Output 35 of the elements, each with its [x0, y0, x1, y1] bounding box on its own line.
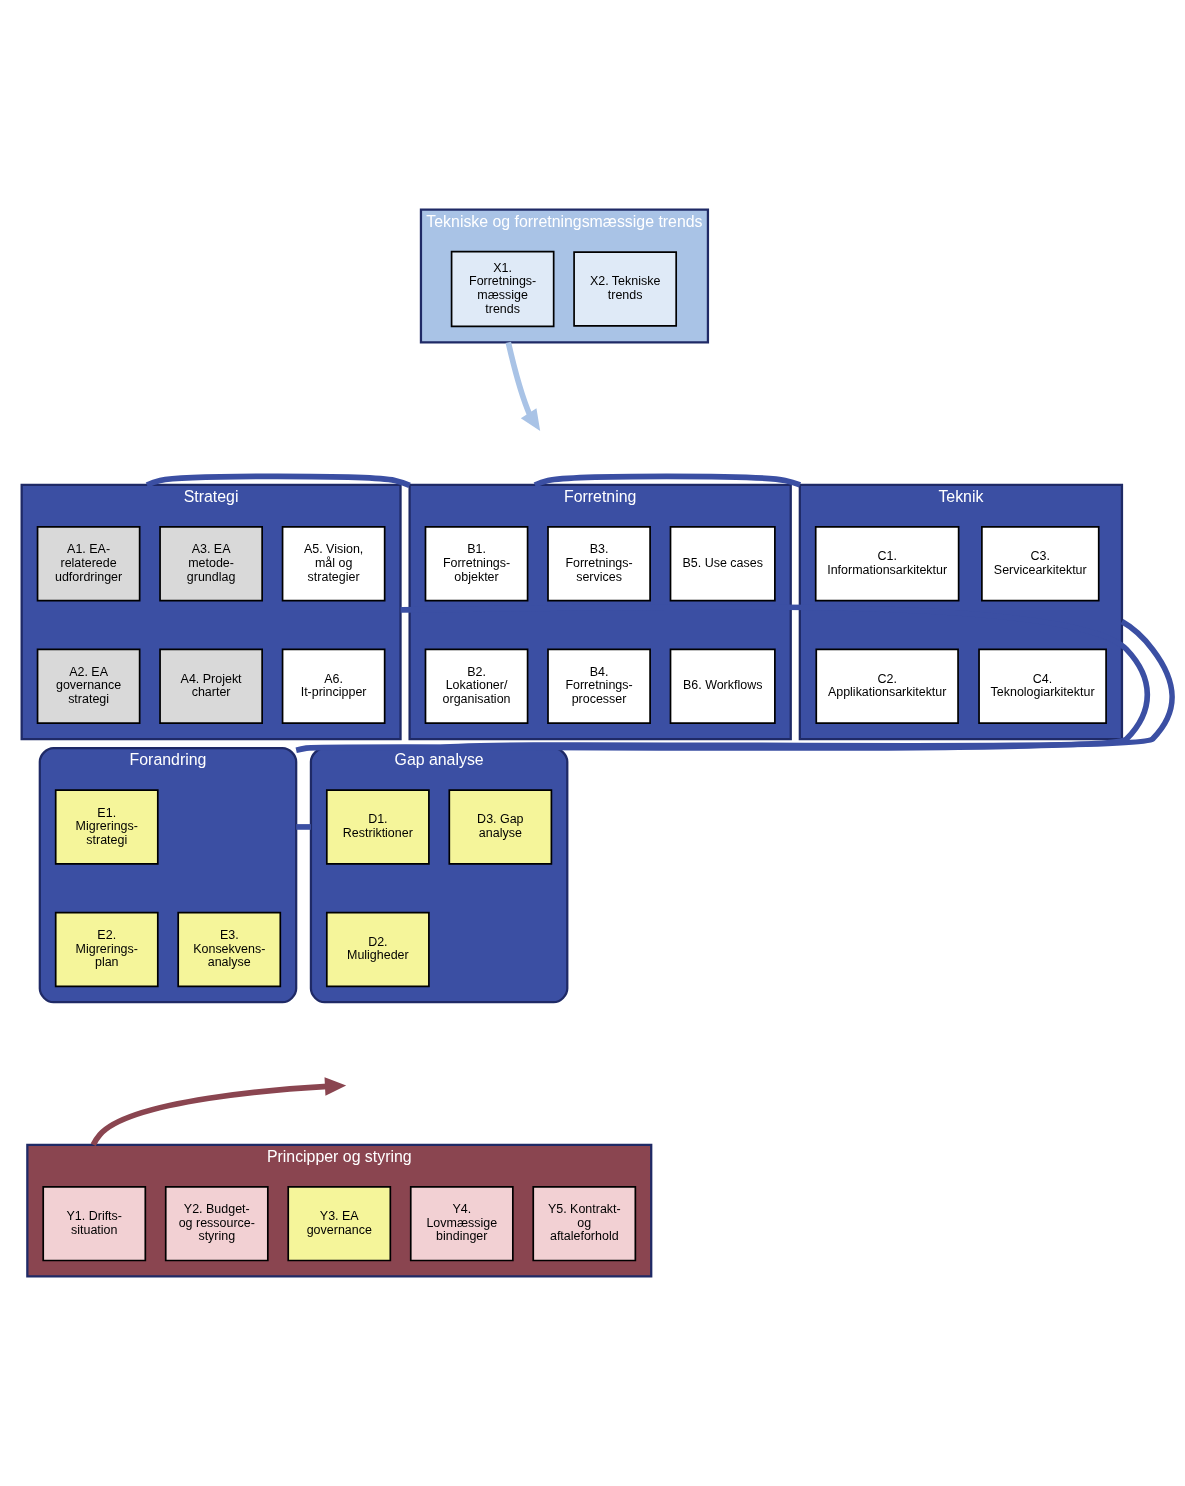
node-box: A5. Vision, mål og strategier: [281, 526, 386, 602]
node-box: D2. Muligheder: [325, 911, 430, 988]
node-box: A3. EA metode- grundlag: [159, 526, 263, 602]
node-box: E1. Migrerings- strategi: [54, 789, 159, 865]
node-box: Y1. Drifts- situation: [42, 1185, 147, 1262]
node-box: C3. Servicearkitektur: [981, 526, 1100, 602]
node-box: D3. Gap analyse: [448, 789, 553, 865]
connector: [438, 619, 1175, 751]
node-box: B1. Forretnings- objekter: [424, 526, 529, 602]
connector: [296, 824, 311, 830]
node-box: A2. EA governance strategi: [36, 648, 141, 724]
arrow: [90, 1077, 347, 1147]
node-box: Y2. Budget- og ressource- styring: [164, 1185, 269, 1262]
node-box: A1. EA- relaterede udfordringer: [36, 526, 141, 602]
node-box: Y5. Kontrakt- og aftaleforhold: [532, 1185, 637, 1262]
node-box: Y3. EA governance: [287, 1185, 392, 1262]
connector: [295, 604, 1150, 754]
node-box: X2. Tekniske trends: [573, 251, 678, 327]
node-box: B4. Forretnings- processer: [547, 648, 651, 724]
node-box: B3. Forretnings- services: [547, 526, 651, 602]
node-box: B2. Lokationer/ organisation: [424, 648, 529, 724]
node-box: B6. Workflows: [669, 648, 776, 724]
arrow: [505, 341, 541, 432]
node-box: C2. Applikationsarkitektur: [815, 648, 959, 724]
node-box: X1. Forretnings- mæssige trends: [450, 250, 555, 328]
node-box: A6. It-principper: [281, 648, 386, 724]
node-box: E3. Konsekvens- analyse: [177, 911, 282, 988]
node-box: B5. Use cases: [669, 526, 776, 602]
node-box: A4. Projekt charter: [159, 648, 263, 724]
node-box: E2. Migrerings- plan: [54, 911, 159, 988]
node-box: C1. Informationsarkitektur: [814, 526, 960, 602]
node-box: C4. Teknologiarkitektur: [978, 648, 1107, 724]
connector: [533, 473, 802, 488]
node-box: D1. Restriktioner: [325, 789, 430, 865]
node-box: Y4. Lovmæssige bindinger: [409, 1185, 514, 1262]
